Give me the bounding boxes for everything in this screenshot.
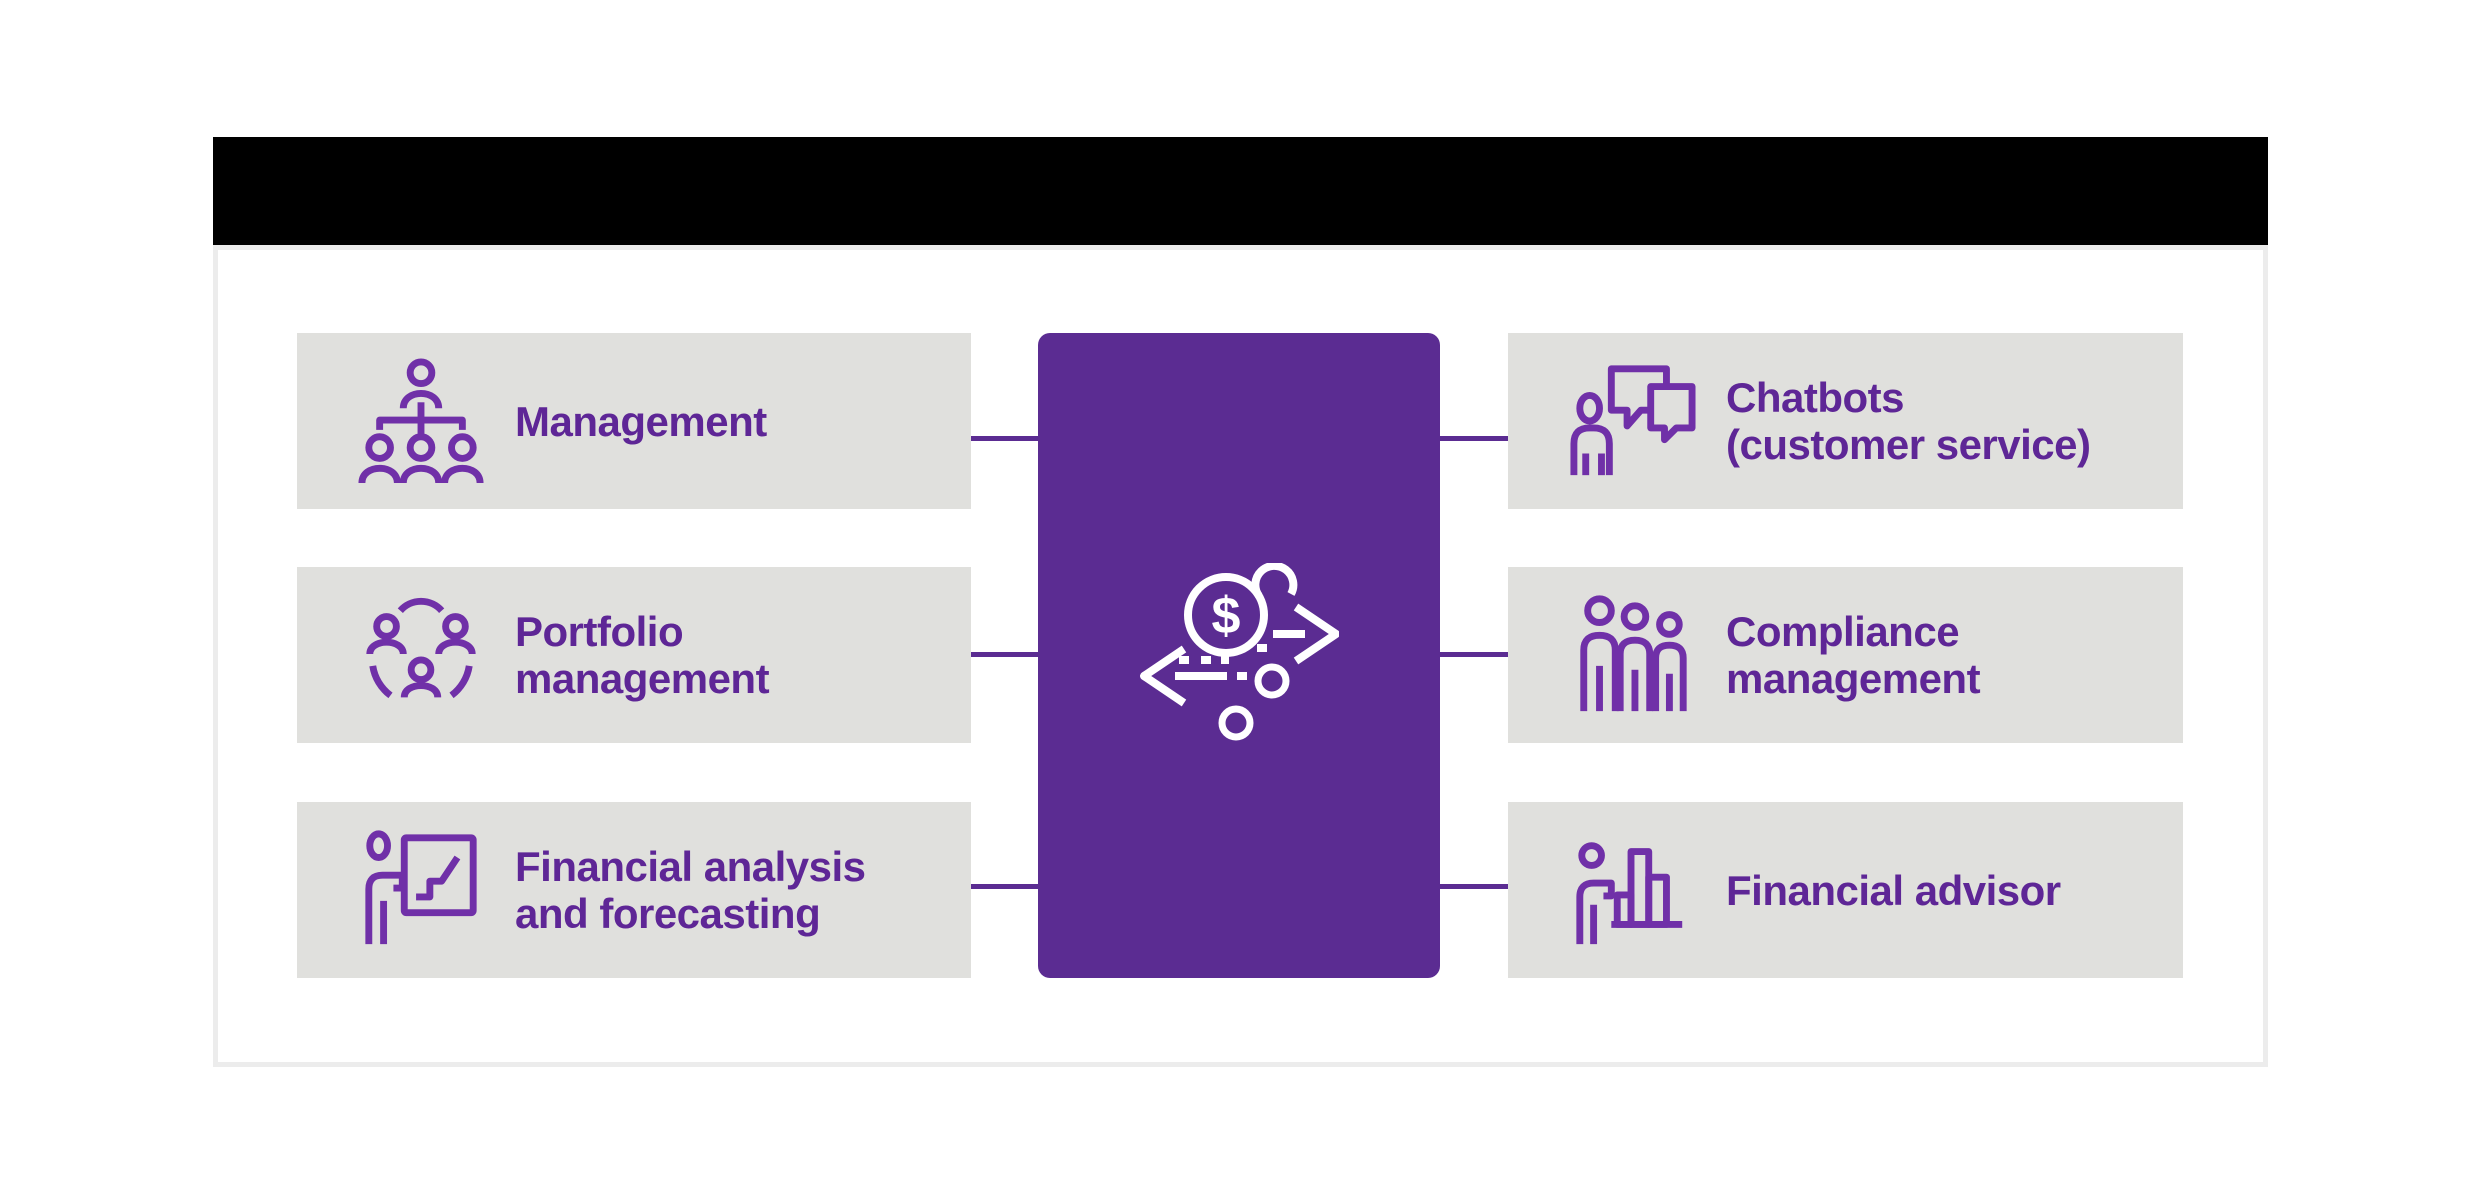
currency-exchange-icon: $ xyxy=(1140,563,1339,741)
usecase-box-management: Management xyxy=(297,333,971,509)
box-label-portfolio-management: Portfolio management xyxy=(515,608,770,702)
usecase-box-portfolio-management: Portfolio management xyxy=(297,567,971,743)
usecase-box-financial-advisor: Financial advisor xyxy=(1508,802,2183,978)
box-label-management: Management xyxy=(515,397,767,445)
box-label-chatbots: Chatbots (customer service) xyxy=(1726,374,2091,468)
usecase-box-financial-analysis: Financial analysis and forecasting xyxy=(297,802,971,978)
dollar-sign: $ xyxy=(1212,587,1241,645)
connector-right-row2 xyxy=(1440,652,1508,657)
connector-right-row3 xyxy=(1440,884,1508,889)
people-network-icon xyxy=(357,591,485,719)
box-label-compliance-management: Compliance management xyxy=(1726,608,1981,702)
header-bar xyxy=(213,137,2268,245)
box-label-financial-analysis: Financial analysis and forecasting xyxy=(515,843,866,937)
connector-left-row1 xyxy=(971,436,1038,441)
presenter-chart-icon xyxy=(357,826,485,954)
connector-left-row3 xyxy=(971,884,1038,889)
connector-right-row1 xyxy=(1440,436,1508,441)
people-group-icon xyxy=(1568,591,1696,719)
connector-left-row2 xyxy=(971,652,1038,657)
usecase-box-compliance-management: Compliance management xyxy=(1508,567,2183,743)
person-chat-bubbles-icon xyxy=(1568,357,1696,485)
org-chart-icon xyxy=(357,357,485,485)
usecase-box-chatbots: Chatbots (customer service) xyxy=(1508,333,2183,509)
box-label-financial-advisor: Financial advisor xyxy=(1726,866,2061,914)
person-bar-chart-icon xyxy=(1568,826,1696,954)
center-hub: $ xyxy=(1038,333,1440,978)
